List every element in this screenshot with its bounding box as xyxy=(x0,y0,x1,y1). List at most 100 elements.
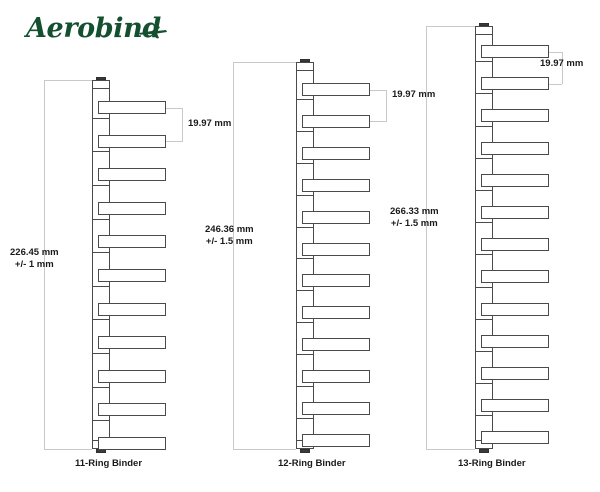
spine-divider xyxy=(92,185,110,186)
spine-divider xyxy=(296,418,314,419)
spine-divider xyxy=(475,126,493,127)
binder-ring-arm xyxy=(98,168,166,181)
spine-end-nub-top xyxy=(479,22,489,26)
binder-ring-arm xyxy=(302,115,370,128)
pitch-leader-line-1 xyxy=(166,108,182,109)
pitch-leader-line-1 xyxy=(549,52,562,53)
binder-ring-arm xyxy=(481,109,549,122)
binder-ring-arm xyxy=(481,399,549,412)
brand-name: Aerobind xyxy=(26,13,161,44)
overall-dimension-tick-top xyxy=(44,80,92,81)
spine-divider xyxy=(296,354,314,355)
binder-ring-arm xyxy=(302,306,370,319)
binder-ring-arm xyxy=(302,243,370,256)
overall-length-label: 266.33 mm+/- 1.5 mm xyxy=(390,206,439,230)
binder-ring-arm xyxy=(481,270,549,283)
overall-dimension-tick-bottom xyxy=(233,449,296,450)
binder-ring-arm xyxy=(481,174,549,187)
binder-ring-arm xyxy=(98,235,166,248)
binder-ring-arm xyxy=(481,335,549,348)
pitch-dimension-line xyxy=(562,52,563,84)
spine-divider xyxy=(475,93,493,94)
overall-dimension-tick-bottom xyxy=(44,449,92,450)
binder-ring-arm xyxy=(481,303,549,316)
binder-ring-arm xyxy=(481,45,549,58)
spine-end-cap-top xyxy=(475,26,493,35)
pitch-label: 19.97 mm xyxy=(188,118,232,129)
binder-ring-arm xyxy=(481,431,549,444)
spine-divider xyxy=(92,319,110,320)
overall-length-value: 226.45 mm xyxy=(10,247,59,258)
spine-end-nub-bottom xyxy=(300,449,310,453)
binder-ring-arm xyxy=(98,437,166,450)
binder-ring-arm xyxy=(302,83,370,96)
spine-divider xyxy=(92,219,110,220)
spine-divider xyxy=(475,61,493,62)
spine-end-cap-top xyxy=(92,80,110,89)
binder-caption: 12-Ring Binder xyxy=(278,458,346,469)
spine-divider xyxy=(92,252,110,253)
binder-ring-arm xyxy=(302,179,370,192)
overall-length-tolerance: +/- 1.5 mm xyxy=(390,218,438,229)
pitch-label: 19.97 mm xyxy=(540,58,584,69)
binder-ring-arm xyxy=(98,202,166,215)
binder-ring-arm xyxy=(302,338,370,351)
overall-length-label: 226.45 mm+/- 1 mm xyxy=(10,247,59,271)
pitch-leader-line-2 xyxy=(549,84,562,85)
spine-divider xyxy=(92,387,110,388)
overall-length-tolerance: +/- 1 mm xyxy=(14,259,54,270)
pitch-leader-line-2 xyxy=(166,141,182,142)
spine-divider xyxy=(296,386,314,387)
binder-ring-arm xyxy=(302,402,370,415)
spine-end-nub-top xyxy=(96,76,106,80)
binder-ring-arm xyxy=(481,206,549,219)
overall-dimension-line xyxy=(233,62,234,449)
spine-divider xyxy=(92,353,110,354)
spine-divider xyxy=(296,290,314,291)
spine-divider xyxy=(92,151,110,152)
overall-length-value: 266.33 mm xyxy=(390,206,439,217)
spine-divider xyxy=(475,319,493,320)
binder-ring-arm xyxy=(302,370,370,383)
pitch-leader-line-2 xyxy=(370,121,386,122)
spine-divider xyxy=(296,322,314,323)
spine-divider xyxy=(296,195,314,196)
binder-ring-arm xyxy=(98,269,166,282)
pitch-dimension-line xyxy=(386,90,387,122)
binder-ring-arm xyxy=(98,303,166,316)
spine-end-cap-top xyxy=(296,62,314,71)
overall-length-value: 246.36 mm xyxy=(205,224,254,235)
spine-divider xyxy=(92,286,110,287)
overall-dimension-tick-bottom xyxy=(426,449,475,450)
binder-ring-arm xyxy=(481,77,549,90)
spine-end-nub-top xyxy=(300,58,310,62)
pitch-label: 19.97 mm xyxy=(392,89,436,100)
spine-divider xyxy=(475,415,493,416)
binder-ring-arm xyxy=(98,101,166,114)
spine-divider xyxy=(92,420,110,421)
spine-divider xyxy=(296,163,314,164)
brand-logo: Aerobind xyxy=(26,14,196,50)
spine-divider xyxy=(475,222,493,223)
overall-length-tolerance: +/- 1.5 mm xyxy=(205,236,253,247)
binder-ring-arm xyxy=(98,336,166,349)
spine-divider xyxy=(475,383,493,384)
spine-divider xyxy=(296,99,314,100)
spine-end-nub-bottom xyxy=(479,449,489,453)
overall-length-label: 246.36 mm+/- 1.5 mm xyxy=(205,224,254,248)
pitch-dimension-line xyxy=(182,108,183,142)
overall-dimension-tick-top xyxy=(426,26,475,27)
airplane-icon xyxy=(139,26,167,39)
spine-divider xyxy=(475,254,493,255)
binder-ring-arm xyxy=(481,238,549,251)
binder-caption: 11-Ring Binder xyxy=(75,458,143,469)
spine-divider xyxy=(475,158,493,159)
binder-ring-arm xyxy=(302,147,370,160)
binder-ring-arm xyxy=(481,142,549,155)
pitch-leader-line-1 xyxy=(370,90,386,91)
overall-dimension-line xyxy=(426,26,427,449)
spine-divider xyxy=(475,351,493,352)
binder-ring-arm xyxy=(302,434,370,447)
binder-ring-arm xyxy=(98,370,166,383)
